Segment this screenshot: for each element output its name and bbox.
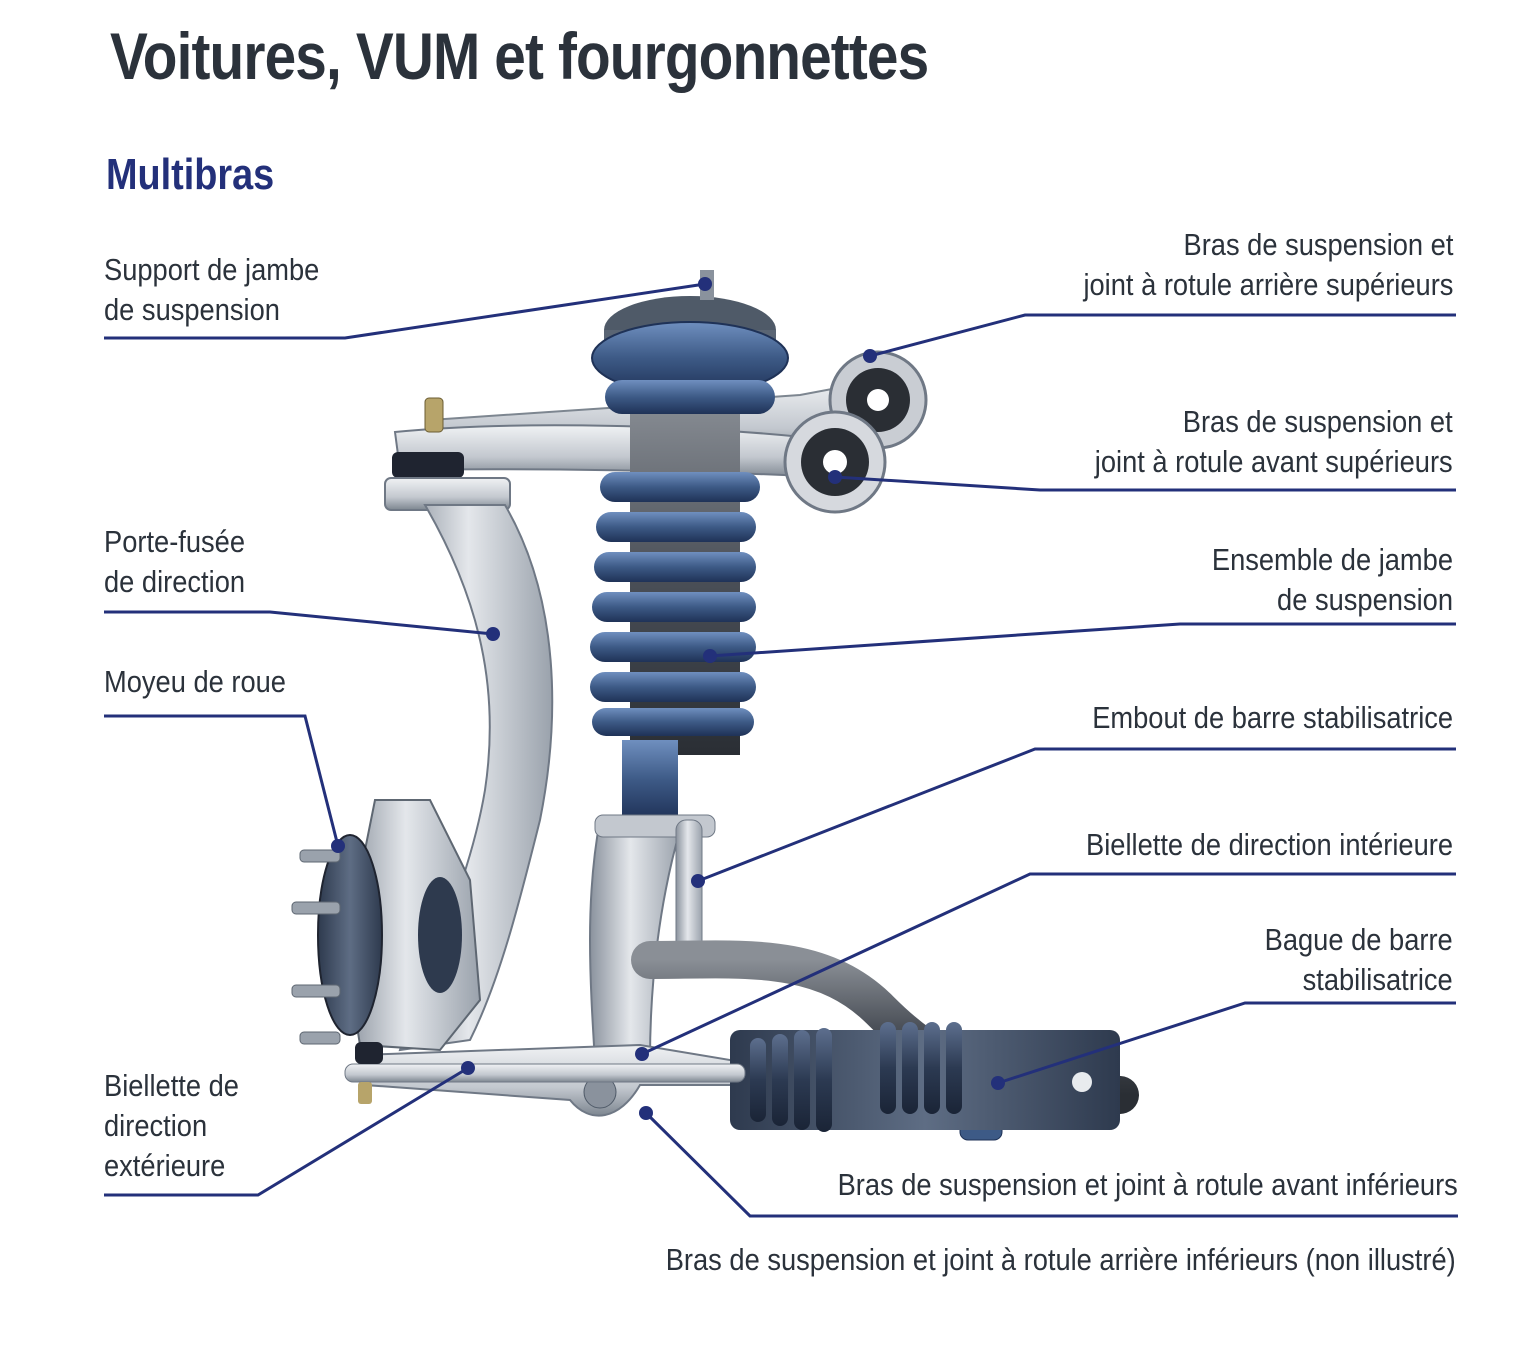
leader-steering-knuckle — [104, 610, 494, 636]
leader-steering-knuckle-dot — [486, 627, 500, 641]
upper-front-bushing-hole — [823, 450, 847, 474]
leader-strut-assembly — [709, 622, 1456, 658]
rack-bolt — [1072, 1072, 1092, 1092]
outer-tie-rod-end — [355, 1042, 383, 1064]
wheel-studs — [291, 849, 341, 1045]
label-strut-mount: Support de jambe de suspension — [104, 252, 320, 327]
steering-knuckle-shape — [398, 504, 554, 1052]
leader-strut-assembly-dot — [703, 649, 717, 663]
leader-wheel-hub — [104, 714, 340, 847]
label-wheel-hub: Moyeu de roue — [104, 664, 286, 699]
label-steering-knuckle: Porte-fusée de direction — [104, 524, 246, 599]
label-sway-bar-link: Embout de barre stabilisatrice — [1092, 700, 1453, 735]
label-lower-front-arm: Bras de suspension et joint à rotule ava… — [837, 1167, 1458, 1202]
label-strut-assembly: Ensemble de jambe de suspension — [1211, 542, 1453, 617]
steering-rack-boots — [750, 1022, 962, 1132]
leader-outer-tie-rod — [104, 1066, 469, 1197]
leader-dots — [331, 277, 1005, 1120]
page-title: Voitures, VUM et fourgonnettes — [110, 19, 929, 93]
label-sway-bar-bushing: Bague de barre stabilisatrice — [1264, 922, 1453, 997]
label-inner-tie-rod: Biellette de direction intérieure — [1086, 827, 1453, 862]
label-upper-rear-arm: Bras de suspension et joint à rotule arr… — [1083, 227, 1453, 302]
coil-spring — [590, 380, 775, 736]
label-upper-front-arm: Bras de suspension et joint à rotule ava… — [1095, 404, 1453, 479]
leader-sway-bar-link-dot — [691, 874, 705, 888]
leader-wheel-hub-dot — [331, 839, 345, 853]
leader-upper-rear-arm — [869, 313, 1456, 358]
strut-lower-tube — [622, 740, 678, 820]
leader-lines — [104, 282, 1458, 1218]
leader-outer-tie-rod-dot — [461, 1061, 475, 1075]
leader-strut-mount-dot — [698, 277, 712, 291]
leader-strut-mount — [104, 282, 706, 340]
tie-rod-shape — [344, 1063, 746, 1083]
leader-upper-rear-arm-dot — [863, 349, 877, 363]
leader-lower-front-arm — [644, 1111, 1458, 1218]
label-lower-rear-arm-note: Bras de suspension et joint à rotule arr… — [666, 1242, 1456, 1277]
leader-sway-bar-link — [697, 747, 1456, 883]
upper-rear-bushing-hole — [867, 389, 889, 411]
upper-ball-joint — [392, 452, 464, 478]
upper-grease-fitting — [424, 397, 444, 433]
knuckle-bore — [418, 877, 462, 993]
leader-sway-bar-bushing — [997, 1001, 1456, 1085]
wheel-hub-flange — [317, 834, 383, 1036]
page-subtitle: Multibras — [106, 150, 275, 199]
leader-lower-front-arm-dot — [639, 1106, 653, 1120]
leader-upper-front-arm — [834, 475, 1456, 492]
label-outer-tie-rod: Biellette de direction extérieure — [104, 1068, 239, 1183]
sway-bar-link-shape — [675, 819, 703, 961]
leader-upper-front-arm-dot — [828, 470, 842, 484]
leader-inner-tie-rod-dot — [635, 1047, 649, 1061]
leader-sway-bar-bushing-dot — [991, 1076, 1005, 1090]
lower-grease-fitting — [358, 1082, 372, 1104]
leader-inner-tie-rod — [641, 872, 1456, 1056]
